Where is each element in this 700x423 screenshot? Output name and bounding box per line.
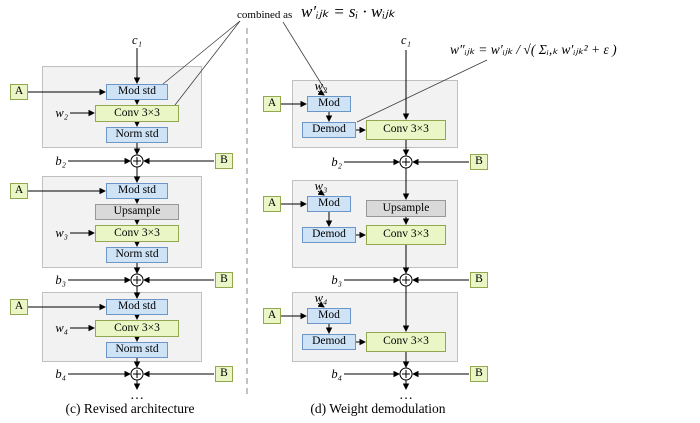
style-A-box: A bbox=[263, 196, 281, 212]
demod-formula: w″ᵢⱼₖ = w′ᵢⱼₖ / √( Σᵢ,ₖ w′ᵢⱼₖ² + ε ) bbox=[450, 42, 617, 57]
mod-std-box: Mod std bbox=[106, 183, 168, 199]
weight-label: w₂ bbox=[55, 106, 68, 120]
conv3x3-box: Conv 3×3 bbox=[95, 225, 179, 242]
demod-box: Demod bbox=[302, 122, 356, 138]
input-label: c₁ bbox=[401, 33, 411, 47]
bias-label: b₄ bbox=[55, 367, 66, 381]
weight-label: w₄ bbox=[314, 291, 328, 305]
weight-label: w₃ bbox=[55, 226, 68, 240]
conv3x3-box: Conv 3×3 bbox=[366, 120, 446, 140]
mod-std-box: Mod std bbox=[106, 299, 168, 315]
norm-std-box: Norm std bbox=[106, 342, 168, 358]
mod-box: Mod bbox=[307, 308, 351, 324]
style-A-box: A bbox=[263, 96, 281, 112]
norm-std-box: Norm std bbox=[106, 127, 168, 143]
combined-as-label: combined as bbox=[237, 9, 293, 21]
mod-std-box: Mod std bbox=[106, 84, 168, 100]
caption-c: (c) Revised architecture bbox=[65, 401, 195, 416]
demod-box: Demod bbox=[302, 334, 356, 350]
weight-label: w₃ bbox=[314, 179, 328, 193]
conv3x3-box: Conv 3×3 bbox=[366, 332, 446, 352]
conv3x3-box: Conv 3×3 bbox=[95, 105, 179, 122]
bias-label: b₃ bbox=[331, 273, 342, 287]
style-A-box: A bbox=[263, 308, 281, 324]
upsample-box: Upsample bbox=[95, 204, 179, 220]
conv3x3-box: Conv 3×3 bbox=[366, 225, 446, 245]
ellipsis: … bbox=[399, 388, 413, 403]
caption-d: (d) Weight demodulation bbox=[310, 401, 446, 416]
noise-B-box: B bbox=[215, 272, 233, 288]
bias-label: b₂ bbox=[55, 154, 66, 168]
norm-std-box: Norm std bbox=[106, 247, 168, 263]
conv3x3-box: Conv 3×3 bbox=[95, 320, 179, 337]
noise-B-box: B bbox=[470, 272, 488, 288]
mod-box: Mod bbox=[307, 96, 351, 112]
weight-label: w₄ bbox=[55, 321, 68, 335]
bias-label: b₃ bbox=[55, 273, 66, 287]
noise-B-box: B bbox=[470, 366, 488, 382]
upsample-box: Upsample bbox=[366, 200, 446, 217]
mod-box: Mod bbox=[307, 196, 351, 212]
input-label: c₁ bbox=[132, 33, 142, 47]
noise-B-box: B bbox=[215, 366, 233, 382]
bias-label: b₄ bbox=[331, 367, 342, 381]
weight-label: w₂ bbox=[314, 79, 328, 93]
style-A-box: A bbox=[10, 84, 28, 100]
style-A-box: A bbox=[10, 183, 28, 199]
ellipsis: … bbox=[130, 388, 144, 403]
combined-formula: w′ᵢⱼₖ = sᵢ · wᵢⱼₖ bbox=[301, 2, 396, 21]
noise-B-box: B bbox=[470, 154, 488, 170]
style-A-box: A bbox=[10, 299, 28, 315]
demod-box: Demod bbox=[302, 227, 356, 243]
bias-label: b₂ bbox=[331, 155, 342, 169]
noise-B-box: B bbox=[215, 153, 233, 169]
